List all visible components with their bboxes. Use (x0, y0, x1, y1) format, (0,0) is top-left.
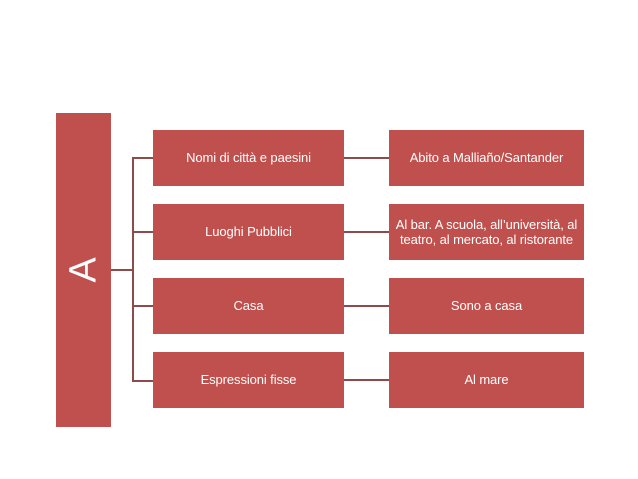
example-node-2[interactable]: Al bar. A scuola, all’università, al tea… (389, 204, 584, 260)
connector-branch-2 (132, 231, 153, 233)
connector-root-stub (111, 269, 133, 271)
category-node-1[interactable]: Nomi di città e paesini (153, 130, 344, 186)
connector-branch-4 (132, 380, 153, 382)
connector-link-1 (344, 157, 389, 159)
example-node-1-label: Abito a Malliaño/Santander (409, 150, 564, 166)
example-node-4-label: Al mare (464, 372, 509, 388)
example-node-2-label: Al bar. A scuola, all’università, al tea… (395, 216, 578, 247)
root-node-label: A (62, 257, 105, 283)
connector-link-4 (344, 379, 389, 381)
connector-link-2 (344, 231, 389, 233)
category-node-2[interactable]: Luoghi Pubblici (153, 204, 344, 260)
category-node-1-label: Nomi di città e paesini (186, 150, 311, 166)
root-node[interactable]: A (56, 113, 111, 427)
example-node-3[interactable]: Sono a casa (389, 278, 584, 334)
connector-branch-3 (132, 305, 153, 307)
category-node-4[interactable]: Espressioni fisse (153, 352, 344, 408)
example-node-1[interactable]: Abito a Malliaño/Santander (389, 130, 584, 186)
connector-link-3 (344, 305, 389, 307)
connector-trunk (132, 158, 134, 382)
example-node-3-label: Sono a casa (450, 298, 523, 314)
category-node-3-label: Casa (233, 298, 264, 314)
category-node-3[interactable]: Casa (153, 278, 344, 334)
category-node-2-label: Luoghi Pubblici (205, 224, 292, 240)
connector-branch-1 (132, 157, 153, 159)
example-node-4[interactable]: Al mare (389, 352, 584, 408)
category-node-4-label: Espressioni fisse (200, 372, 297, 388)
